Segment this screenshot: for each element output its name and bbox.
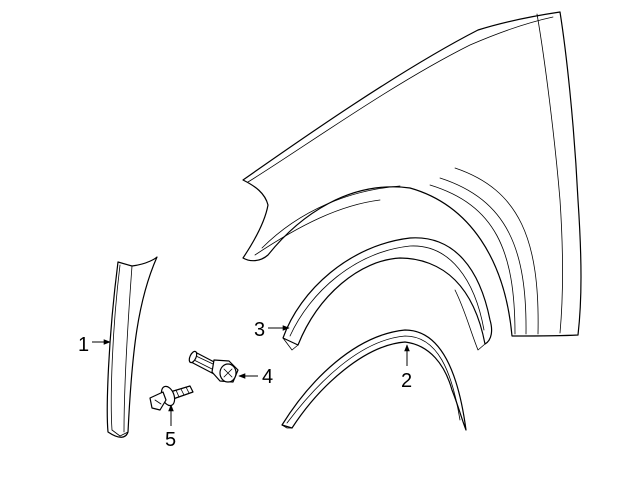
callout-2: 2 bbox=[401, 344, 412, 392]
part-4-bolt bbox=[188, 350, 239, 383]
part-2-arch-molding bbox=[281, 329, 467, 431]
callout-4-number: 4 bbox=[262, 366, 273, 388]
part-5-push-clip bbox=[149, 385, 194, 411]
fender-panel bbox=[242, 11, 582, 337]
callout-4: 4 bbox=[238, 366, 273, 388]
callout-3: 3 bbox=[254, 319, 290, 341]
callout-1-number: 1 bbox=[78, 334, 89, 356]
callout-5: 5 bbox=[165, 404, 176, 451]
callout-2-number: 2 bbox=[401, 370, 412, 392]
callout-1: 1 bbox=[78, 334, 111, 356]
callout-3-number: 3 bbox=[254, 319, 265, 341]
callout-5-number: 5 bbox=[165, 429, 176, 451]
part-1-trim-strip bbox=[106, 256, 158, 438]
part-3-wheel-arch-flare bbox=[282, 237, 493, 351]
